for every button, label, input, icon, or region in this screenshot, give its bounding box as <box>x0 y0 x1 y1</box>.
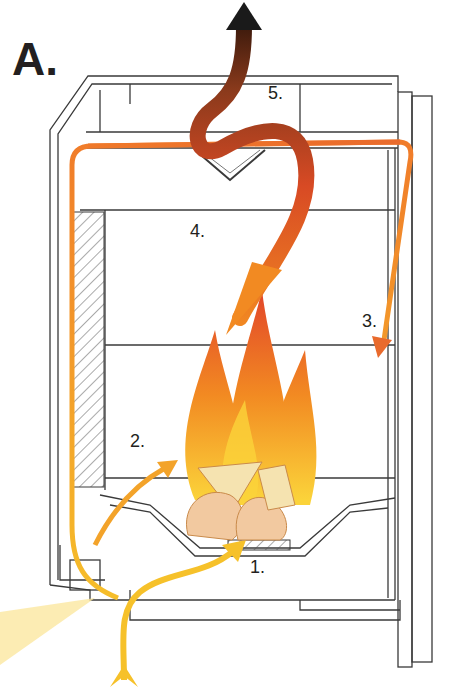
callout-number: 2. <box>130 432 145 450</box>
callout-number: 4. <box>190 222 205 240</box>
arrow-head <box>226 2 262 30</box>
callout-number: 3. <box>362 312 377 330</box>
logs <box>186 462 295 540</box>
callout-number: 1. <box>250 558 265 576</box>
callout-number: 5. <box>268 84 283 102</box>
figure-title: A. <box>12 36 58 82</box>
stove-body <box>50 76 432 667</box>
air-inflow <box>0 598 95 665</box>
airwash-arrow <box>72 142 411 598</box>
primary-air-arrow <box>123 552 232 680</box>
firebrick-liner <box>72 212 104 487</box>
secondary-air-arrow <box>95 468 165 545</box>
